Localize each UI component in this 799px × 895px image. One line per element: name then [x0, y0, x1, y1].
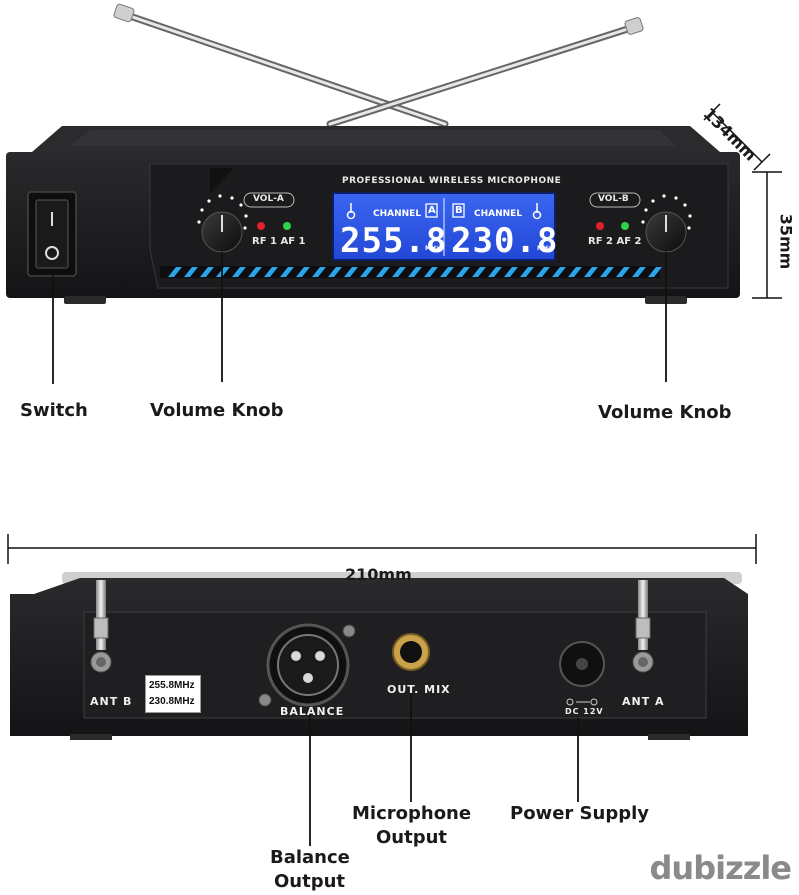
volume-knob-right-callout: Volume Knob — [598, 402, 732, 423]
back-callout-lines — [309, 692, 579, 846]
height-dimension-label: 35mm — [776, 213, 796, 270]
antenna-a-back — [632, 580, 654, 673]
antenna-right — [326, 17, 644, 128]
width-dimension-label: 210mm — [345, 565, 412, 584]
lcd-unit-a: MHz — [425, 245, 440, 252]
af2-led — [621, 222, 629, 230]
dimension-depth-line — [703, 103, 771, 171]
lcd-frequency-b: 230.8 — [451, 221, 559, 261]
lcd-channel-label-b: CHANNEL — [474, 209, 523, 219]
lcd-display — [332, 192, 556, 261]
lcd-channel-label-a: CHANNEL — [373, 209, 422, 219]
volume-knob-b[interactable] — [641, 194, 692, 253]
volume-knob-a[interactable] — [197, 194, 248, 253]
balance-output-callout-line1: Balance — [270, 847, 350, 868]
ant-a-label: ANT A — [622, 695, 665, 708]
frequency-sticker: 255.8MHz 230.8MHz — [145, 675, 201, 713]
switch-callout: Switch — [20, 400, 88, 421]
rf1-led — [257, 222, 265, 230]
dc-12v-label: DC 12V — [565, 707, 604, 716]
antenna-b-back — [90, 580, 112, 673]
out-mix-label: OUT. MIX — [387, 683, 451, 696]
sticker-line-1: 255.8MHz — [149, 680, 195, 691]
vol-b-label: VOL-B — [598, 194, 629, 204]
vol-a-label: VOL-A — [253, 194, 284, 204]
ant-b-label: ANT B — [90, 695, 133, 708]
power-supply-callout: Power Supply — [510, 803, 649, 824]
dc-power-jack[interactable] — [559, 641, 605, 706]
microphone-output-callout-line1: Microphone — [352, 803, 472, 824]
af1-led — [283, 222, 291, 230]
balance-output-callout-line2: Output — [274, 871, 346, 892]
rf2-led — [596, 222, 604, 230]
microphone-output-callout-line2: Output — [376, 827, 448, 848]
stripe-band — [160, 266, 662, 278]
watermark-logo: dubizzle — [649, 849, 792, 887]
power-switch[interactable] — [27, 191, 77, 277]
rf2-af2-label: RF 2 AF 2 — [588, 236, 642, 247]
lcd-channel-b: B — [455, 205, 463, 216]
dimension-height-line — [752, 171, 782, 299]
front-panel-title: PROFESSIONAL WIRELESS MICROPHONE — [342, 176, 562, 186]
lcd-unit-b: MHz — [537, 245, 552, 252]
balance-label: BALANCE — [280, 705, 345, 718]
mix-output-jack[interactable] — [392, 633, 430, 671]
xlr-balance-output[interactable] — [258, 623, 356, 707]
sticker-line-2: 230.8MHz — [149, 696, 195, 707]
rf1-af1-label: RF 1 AF 1 — [252, 236, 306, 247]
front-callout-lines — [52, 252, 667, 384]
dimension-width-line — [7, 534, 757, 564]
volume-knob-left-callout: Volume Knob — [150, 400, 284, 421]
lcd-channel-a: A — [428, 205, 436, 216]
lcd-frequency-a: 255.8 — [340, 221, 448, 261]
